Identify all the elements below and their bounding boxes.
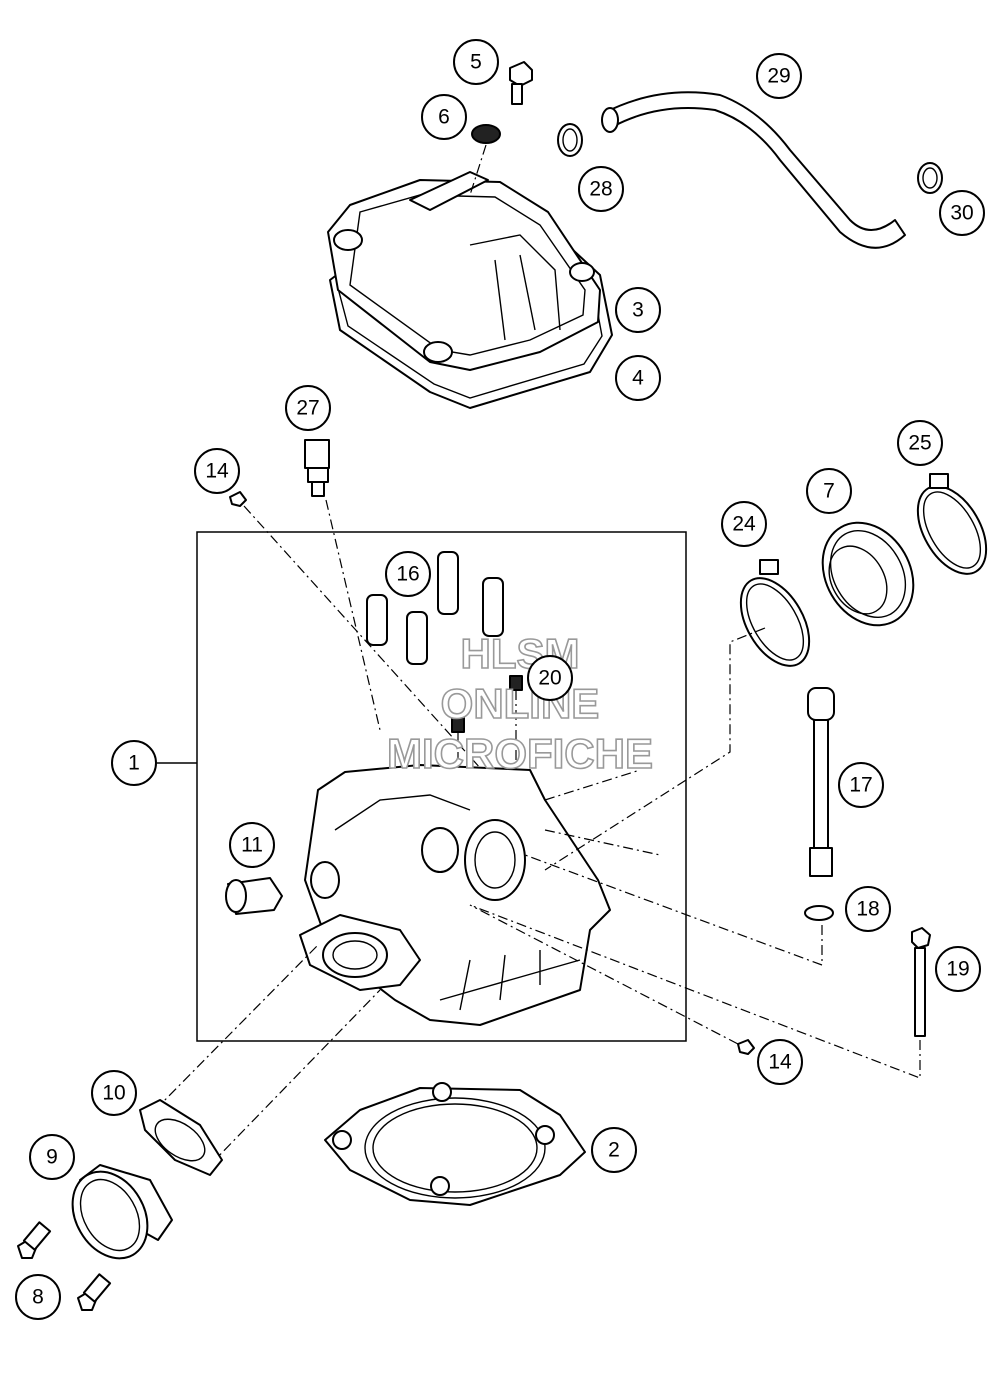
screw-top-axis: [243, 505, 501, 791]
cover-bolt: [509, 61, 533, 105]
callout-10: 10: [91, 1070, 137, 1116]
svg-text:2: 2: [608, 1139, 620, 1162]
svg-text:19: 19: [946, 958, 969, 981]
bolt-axis: [469, 144, 487, 196]
intake-axis-2: [209, 989, 381, 1166]
svg-text:10: 10: [102, 1082, 125, 1105]
callout-19: 19: [935, 946, 981, 992]
callout-9: 9: [29, 1134, 75, 1180]
callout-28: 28: [578, 166, 624, 212]
watermark-line-2: ONLINE: [441, 680, 600, 727]
callout-14-bottom: 14: [757, 1039, 803, 1085]
flange-gasket: [139, 1099, 223, 1176]
stud-axis: [524, 854, 823, 966]
svg-text:16: 16: [396, 563, 419, 586]
clamp-24: [739, 559, 811, 667]
watermark-line-3: MICROFICHE: [387, 730, 653, 777]
callout-14-top: 14: [194, 448, 240, 494]
breather-hose: [601, 91, 906, 249]
temperature-sensor: [304, 439, 330, 497]
svg-text:24: 24: [732, 513, 756, 536]
intake-flange: [71, 1164, 173, 1260]
svg-text:4: 4: [632, 367, 644, 390]
svg-text:30: 30: [950, 202, 973, 225]
callout-30: 30: [939, 190, 985, 236]
callout-29: 29: [756, 53, 802, 99]
cover-bolt-seal: [471, 124, 501, 144]
callout-24: 24: [721, 501, 767, 547]
callout-16: 16: [385, 551, 431, 597]
callout-18: 18: [845, 886, 891, 932]
screw-top: [229, 491, 247, 507]
svg-text:20: 20: [538, 667, 561, 690]
svg-text:6: 6: [438, 106, 450, 129]
svg-text:25: 25: [908, 432, 931, 455]
svg-text:9: 9: [46, 1146, 58, 1169]
svg-text:18: 18: [856, 898, 879, 921]
svg-text:11: 11: [241, 834, 263, 857]
intake-boot: [821, 521, 915, 627]
svg-text:29: 29: [767, 65, 790, 88]
hose-clamp-left: [557, 123, 583, 157]
svg-text:7: 7: [823, 480, 835, 503]
bushing: [225, 877, 283, 915]
cylinder-head: [299, 764, 611, 1026]
hose-clamp-right: [917, 162, 943, 194]
head-axis-1: [544, 769, 641, 801]
stud-bolt: [807, 687, 835, 877]
svg-text:14: 14: [768, 1051, 792, 1074]
callout-25: 25: [897, 420, 943, 466]
stud-washer: [804, 905, 834, 921]
flange-bolt-lower: [77, 1273, 112, 1311]
head-gasket: [324, 1082, 586, 1206]
cylinder-head-frame: [196, 531, 687, 1042]
valve-cover: [327, 171, 601, 371]
callout-7: 7: [806, 468, 852, 514]
head-bolt: [911, 927, 931, 1037]
callout-1: 1: [111, 740, 157, 786]
svg-text:17: 17: [849, 774, 872, 797]
screw-bottom: [737, 1039, 755, 1055]
svg-text:5: 5: [470, 51, 482, 74]
callout-20: 20: [527, 655, 573, 701]
callout-6: 6: [421, 94, 467, 140]
svg-text:14: 14: [205, 460, 229, 483]
svg-text:27: 27: [296, 397, 319, 420]
callout-27: 27: [285, 385, 331, 431]
intake-axis-1: [154, 944, 319, 1111]
svg-text:3: 3: [632, 299, 644, 322]
callout-11: 11: [229, 822, 275, 868]
callout-17: 17: [838, 762, 884, 808]
svg-text:8: 8: [32, 1286, 44, 1309]
callout-3: 3: [615, 287, 661, 333]
flange-bolt-upper: [17, 1221, 52, 1259]
callout-5: 5: [453, 39, 499, 85]
svg-text:28: 28: [589, 178, 612, 201]
svg-text:1: 1: [128, 752, 140, 775]
valve-guides: [366, 551, 504, 665]
callout-2: 2: [591, 1127, 637, 1173]
clamp-25: [916, 473, 988, 575]
callout-4: 4: [615, 355, 661, 401]
callout-8: 8: [15, 1274, 61, 1320]
